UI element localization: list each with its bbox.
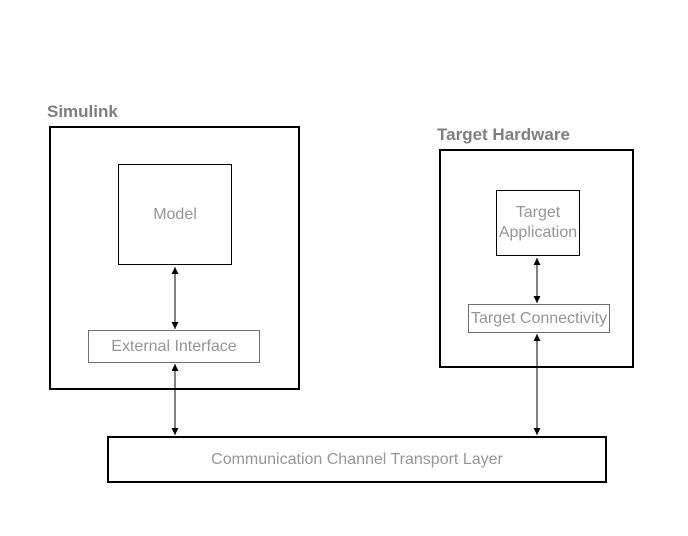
transport-layer-box: Communication Channel Transport Layer — [107, 436, 607, 483]
target-connectivity-box-label: Target Connectivity — [470, 309, 608, 327]
simulink-group-label: Simulink — [47, 102, 118, 121]
target-application-box-label: Target Application — [498, 204, 578, 241]
external-interface-box-label: External Interface — [111, 337, 237, 355]
model-box-label: Model — [153, 205, 197, 223]
target-hardware-group-label: Target Hardware — [437, 125, 570, 144]
target-connectivity-box: Target Connectivity — [468, 304, 610, 333]
model-box: Model — [118, 164, 232, 265]
external-interface-box: External Interface — [88, 330, 260, 363]
target-application-box: Target Application — [496, 190, 580, 256]
transport-layer-box-label: Communication Channel Transport Layer — [211, 450, 503, 468]
target-hardware-group-box — [439, 149, 634, 368]
